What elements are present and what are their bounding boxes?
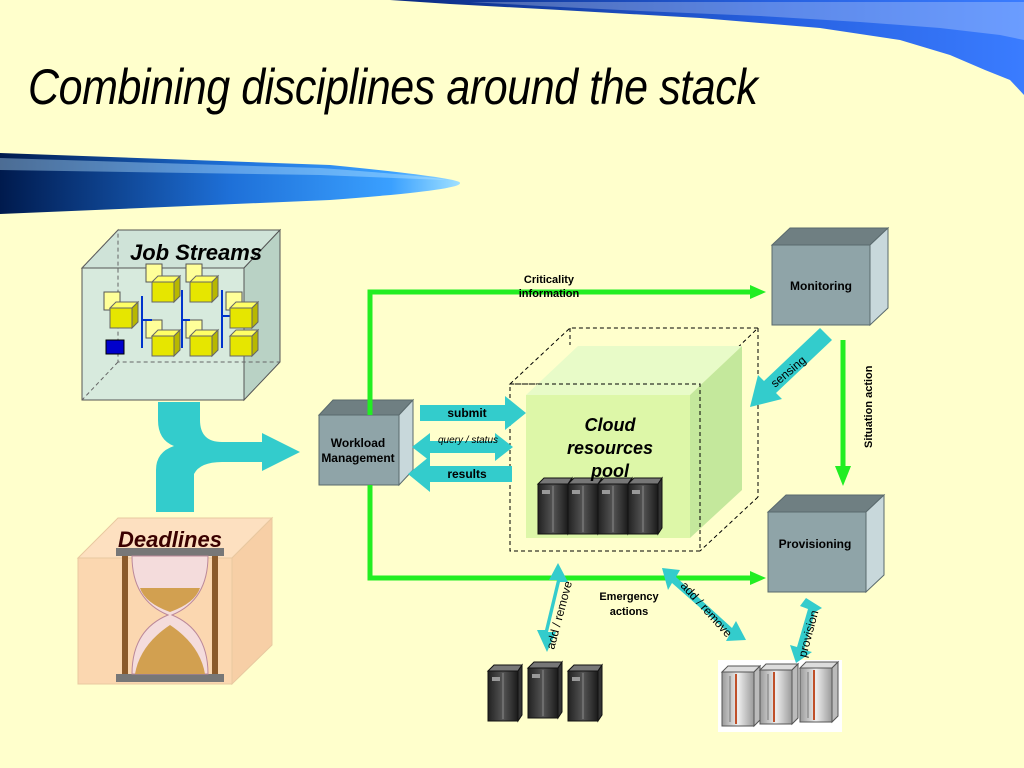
query-status-label: query / status xyxy=(437,435,499,446)
server-rack-icon xyxy=(537,477,573,535)
hourglass-icon xyxy=(116,548,224,682)
provision-arrow xyxy=(790,598,822,663)
add-remove-right-label: add / remove xyxy=(678,579,735,641)
cube-icon xyxy=(151,275,181,303)
merge-arrow xyxy=(156,402,300,512)
monitoring-label: Monitoring xyxy=(790,279,852,293)
submit-arrow xyxy=(420,396,526,430)
server-rack-icon xyxy=(597,477,633,535)
server-rack-icon xyxy=(567,664,603,722)
arrowhead-provisioning xyxy=(750,571,766,585)
title-underline-bar xyxy=(0,153,461,214)
add-remove-arrow-right xyxy=(662,568,746,641)
cube-icon xyxy=(151,329,181,357)
cube-icon xyxy=(229,301,259,329)
monitoring-box xyxy=(770,226,890,327)
job-stream-graph xyxy=(103,263,259,357)
emergency-actions-label: Emergency actions xyxy=(599,591,659,618)
query-arrow xyxy=(412,433,513,461)
results-arrow xyxy=(408,456,512,492)
server-rack-icon xyxy=(527,661,563,719)
add-remove-arrow-left xyxy=(537,563,568,652)
server-rack-icon xyxy=(759,663,799,725)
provision-label: provision xyxy=(795,609,821,659)
green-arrows xyxy=(367,289,846,581)
arrowhead-situation xyxy=(835,466,851,486)
server-rack-icon xyxy=(567,477,603,535)
server-rack-icon xyxy=(627,477,663,535)
results-label: results xyxy=(447,467,487,481)
bottom-servers-light xyxy=(718,660,842,732)
cube-icon xyxy=(189,329,219,357)
server-rack-icon xyxy=(721,665,761,727)
add-remove-left-label: add / remove xyxy=(543,579,575,651)
cube-icon xyxy=(229,329,259,357)
job-streams-box xyxy=(80,228,282,402)
submit-label: submit xyxy=(447,406,487,420)
deadlines-label: Deadlines xyxy=(118,527,222,552)
cube-icon xyxy=(189,275,219,303)
workload-management-box xyxy=(317,398,415,487)
situation-action-label: Situation action xyxy=(863,365,875,448)
job-streams-label: Job Streams xyxy=(130,240,263,265)
sensing-arrow xyxy=(750,328,832,407)
criticality-information-label: Criticality information xyxy=(518,274,580,300)
deadlines-box xyxy=(76,516,274,686)
server-rack-icon xyxy=(799,661,839,723)
cloud-pool-label: Cloud resources pool xyxy=(566,415,654,481)
page-title: Combining disciplines around the stack xyxy=(28,59,758,115)
cloud-servers xyxy=(537,477,663,535)
arrowhead-monitoring xyxy=(750,285,766,299)
workload-management-label: Workload Management xyxy=(321,436,395,465)
cube-icon xyxy=(109,301,139,329)
top-decoration xyxy=(390,0,1024,95)
provisioning-label: Provisioning xyxy=(778,537,852,551)
server-rack-icon xyxy=(487,664,523,722)
provisioning-box xyxy=(766,493,886,594)
bottom-servers-dark xyxy=(487,661,603,722)
